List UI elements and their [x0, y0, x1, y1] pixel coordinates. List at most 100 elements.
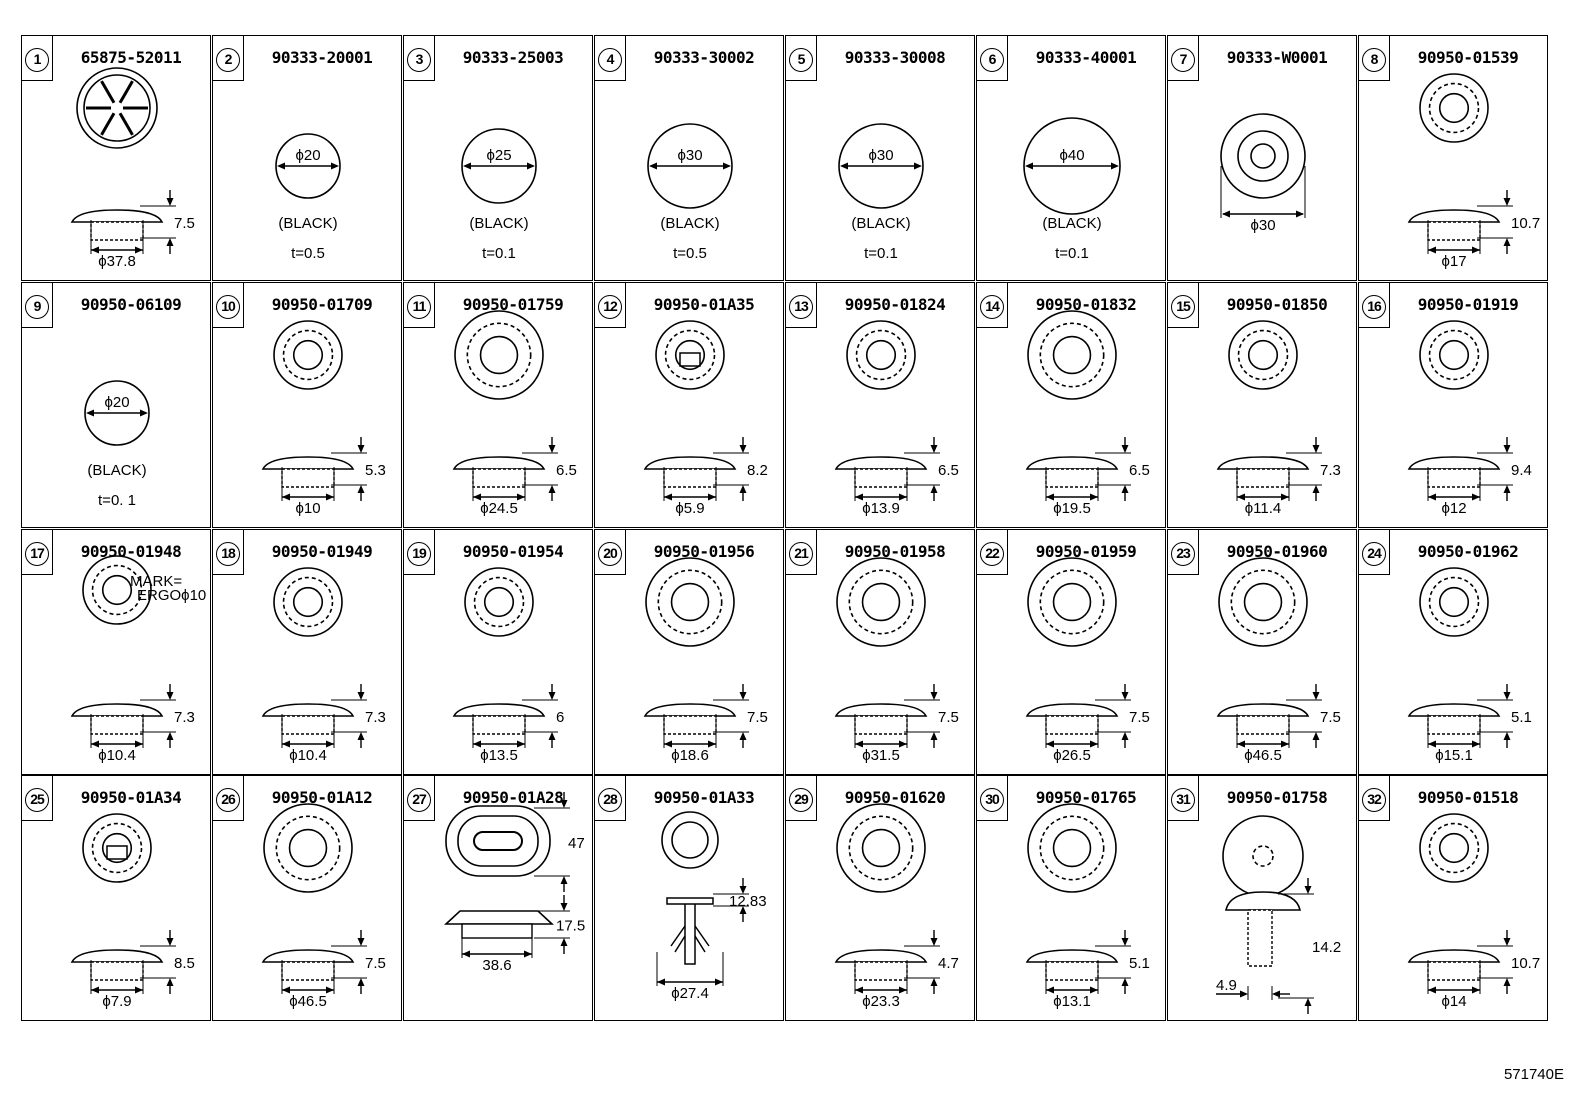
diameter-label: ϕ30 — [868, 147, 893, 164]
part-index: 21 — [789, 542, 813, 566]
arrow-head — [166, 938, 174, 946]
top-view-hole — [1052, 828, 1092, 868]
index-divider — [1007, 530, 1008, 574]
top-view-hole — [483, 586, 515, 618]
part-index: 25 — [25, 788, 49, 812]
cap-profile — [1407, 209, 1501, 223]
arrow-head — [548, 445, 556, 453]
top-view-outer — [1027, 310, 1117, 400]
index-divider — [404, 574, 435, 575]
top-view-hole — [1247, 339, 1279, 371]
arrow-head — [326, 493, 334, 501]
part-number: 90333-25003 — [462, 48, 564, 67]
part-index: 13 — [789, 295, 813, 319]
part-drawing: ϕ30 — [1220, 113, 1306, 234]
top-view-dashed — [91, 822, 143, 874]
arrow-head — [140, 409, 148, 417]
spoke-line — [118, 80, 134, 104]
part-index: 9 — [25, 295, 49, 319]
arrow-head — [166, 198, 174, 206]
stem-profile — [90, 221, 144, 241]
stem-profile — [1045, 715, 1099, 735]
height-label: 7.5 — [747, 709, 768, 726]
seal-disc-outline — [84, 380, 150, 446]
grommet-outer — [1220, 113, 1306, 199]
cap-profile — [834, 949, 928, 963]
arrow-head — [548, 485, 556, 493]
arrow-head — [463, 162, 471, 170]
arrow-head — [135, 246, 143, 254]
cap-profile — [1407, 949, 1501, 963]
spoke-line — [100, 80, 116, 104]
part-index: 31 — [1171, 788, 1195, 812]
index-divider — [404, 80, 435, 81]
index-divider — [1389, 530, 1390, 574]
height-label: 6.5 — [556, 462, 577, 479]
mark-label: ERGOϕ10 — [137, 587, 206, 604]
top-view-dashed — [1428, 576, 1480, 628]
stem-profile — [1427, 961, 1481, 981]
height-label: 47 — [568, 835, 585, 852]
part-drawing: 8.2ϕ5.9 — [643, 320, 768, 517]
top-view-outer — [1027, 557, 1117, 647]
index-divider — [786, 80, 817, 81]
arrow-head — [560, 903, 568, 911]
arrow-head — [930, 978, 938, 986]
top-view-outer — [454, 310, 544, 400]
catalog-code: 571740E — [1503, 1066, 1564, 1083]
index-divider — [22, 574, 53, 575]
height-label: 9.4 — [1511, 462, 1532, 479]
cap-profile — [452, 703, 546, 717]
top-view-dashed — [855, 329, 907, 381]
part-number: 90950-01709 — [271, 295, 373, 314]
index-divider — [22, 820, 53, 821]
part-number: 90950-01949 — [271, 542, 373, 561]
height-label: 6 — [556, 709, 564, 726]
height-label: 7.5 — [1129, 709, 1150, 726]
arrow-head — [282, 986, 290, 994]
part-number: 90950-06109 — [80, 295, 182, 314]
part-index: 20 — [598, 542, 622, 566]
index-divider — [213, 574, 244, 575]
top-view-outer — [273, 567, 343, 637]
part-number: 90950-01A33 — [653, 788, 755, 807]
arrow-head — [1121, 445, 1129, 453]
diameter-label: ϕ10.4 — [98, 747, 136, 764]
diameter-label: ϕ46.5 — [289, 993, 327, 1010]
cap-profile — [261, 949, 355, 963]
index-divider — [434, 530, 435, 574]
top-view-hole — [674, 339, 706, 371]
top-view-outer — [846, 320, 916, 390]
part-number: 90333-30008 — [844, 48, 946, 67]
part-number: 90950-01919 — [1417, 295, 1519, 314]
arrow-head — [739, 906, 747, 914]
index-divider — [52, 36, 53, 80]
height-label: 5.3 — [365, 462, 386, 479]
arrow-head — [840, 162, 848, 170]
top-view-hole — [670, 582, 710, 622]
index-divider — [977, 327, 1008, 328]
arrow-head — [930, 732, 938, 740]
arrow-head — [1503, 445, 1511, 453]
cap-profile — [643, 703, 737, 717]
index-divider — [1168, 80, 1199, 81]
top-view-outer — [655, 320, 725, 390]
index-divider — [977, 574, 1008, 575]
stem-profile — [90, 961, 144, 981]
cap-profile — [443, 910, 555, 925]
part-index: 5 — [789, 48, 813, 72]
diameter-label: ϕ18.6 — [671, 747, 709, 764]
index-divider — [434, 776, 435, 820]
top-view-hole — [101, 832, 133, 864]
part-index: 8 — [1362, 48, 1386, 72]
oval-hole — [473, 831, 523, 851]
